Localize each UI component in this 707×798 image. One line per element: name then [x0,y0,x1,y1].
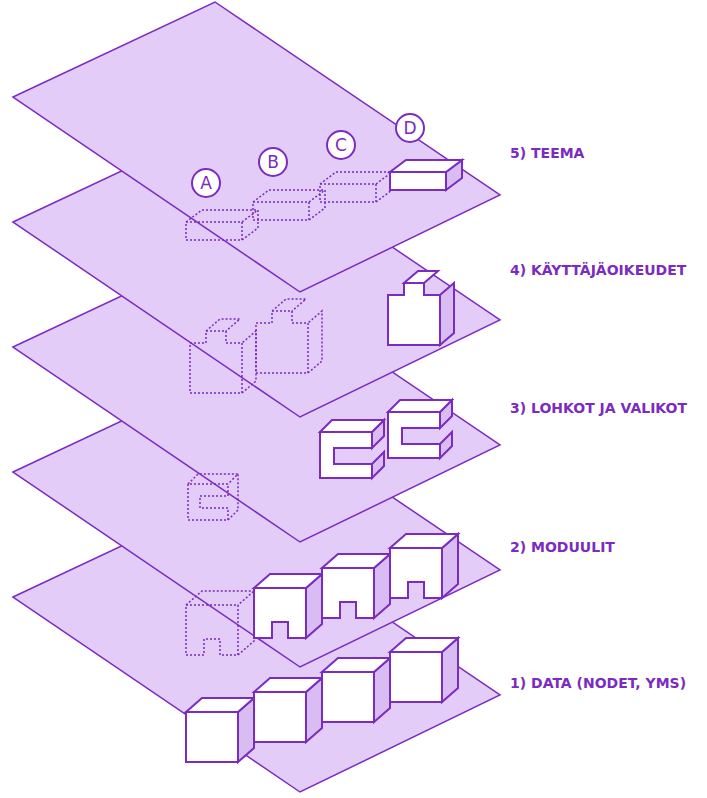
layer-label: 4) KÄYTTÄJÄOIKEUDET [510,262,686,278]
layer-label: 5) TEEMA [510,145,584,161]
circle-letter: C [335,137,347,154]
layer-label: 3) LOHKOT JA VALIKOT [510,400,687,416]
circle-letter: D [403,120,416,137]
letter-circle: B [258,147,288,177]
letter-circle: D [395,113,425,143]
layer-label: 1) DATA (NODET, YMS) [510,675,686,691]
layer-label: 2) MODUULIT [510,539,615,555]
circle-letter: A [200,175,212,192]
letter-circle: C [326,130,356,160]
letter-circle: A [191,168,221,198]
circle-letter: B [267,154,279,171]
